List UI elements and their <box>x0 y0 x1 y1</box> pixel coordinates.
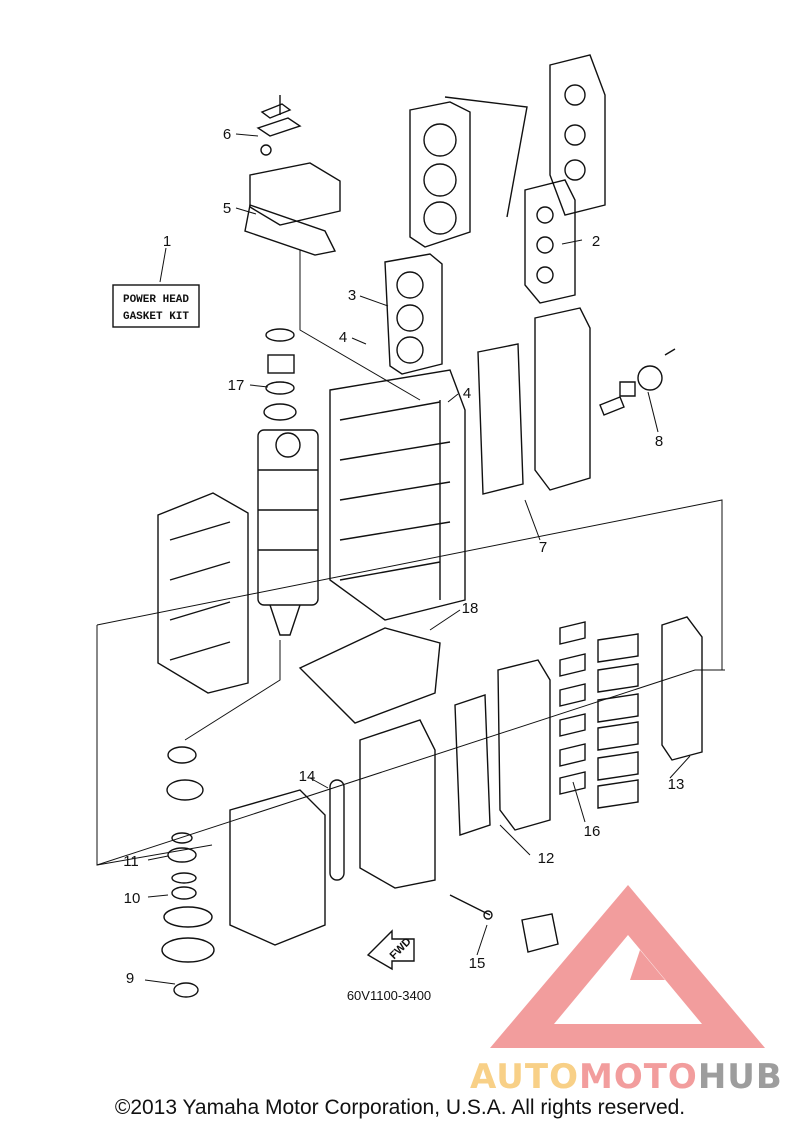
callout-4a: 4 <box>339 329 347 346</box>
callout-10: 10 <box>124 890 141 907</box>
callout-15: 15 <box>469 955 486 972</box>
callout-12: 12 <box>538 850 555 867</box>
callout-17: 17 <box>228 377 245 394</box>
fwd-arrow-icon <box>366 929 415 971</box>
reed-gasket <box>661 616 703 761</box>
thermostat-assembly <box>599 348 676 416</box>
leader-lines <box>144 133 691 985</box>
kit-label-line1: POWER HEAD <box>123 294 189 306</box>
callout-9: 9 <box>126 970 134 987</box>
crankcase-block <box>329 369 466 621</box>
callout-3: 3 <box>348 287 356 304</box>
callout-16: 16 <box>584 823 601 840</box>
logo-part-hub: HUB <box>698 1057 783 1090</box>
callout-4b: 4 <box>463 385 471 402</box>
head-cover-assembly <box>244 95 341 256</box>
exploded-parts-diagram: POWER HEAD GASKET KIT 1 2 3 4 4 5 6 7 8 … <box>96 54 783 1090</box>
callout-5: 5 <box>223 200 231 217</box>
logo-part-auto: AUTO <box>470 1057 579 1090</box>
fuel-pump <box>449 894 559 953</box>
callout-13: 13 <box>668 776 685 793</box>
copyright-notice: ©2013 Yamaha Motor Corporation, U.S.A. A… <box>114 1096 686 1119</box>
reed-valve-plate <box>454 659 551 836</box>
callout-1: 1 <box>163 233 171 250</box>
crankshaft <box>257 429 319 636</box>
callout-18: 18 <box>462 600 479 617</box>
kit-label-line2: GASKET KIT <box>123 311 189 323</box>
intake-manifold-gaskets <box>477 307 591 495</box>
callout-7: 7 <box>539 539 547 556</box>
logo-triangle-icon <box>490 885 765 1048</box>
exhaust-cover-gaskets <box>524 54 606 304</box>
svg-text:AUTOMOTOHUB: AUTOMOTOHUB <box>470 1057 783 1090</box>
reed-valves <box>559 621 639 809</box>
lower-bearings-seals <box>161 746 215 998</box>
callout-8: 8 <box>655 433 663 450</box>
manifold-gasket <box>298 627 441 724</box>
intake-housing <box>359 719 436 889</box>
callout-6: 6 <box>223 126 231 143</box>
cylinder-head-gaskets <box>384 101 471 375</box>
gasket-kit-label-box <box>112 284 200 328</box>
automotohub-logo: AUTOMOTOHUB <box>470 885 783 1090</box>
silencer-cover <box>229 789 326 946</box>
drive-belt <box>329 779 345 881</box>
upper-bearings <box>263 328 297 421</box>
diagram-part-number: 60V1100-3400 <box>347 988 431 1003</box>
connector-lines <box>96 250 725 866</box>
callout-2: 2 <box>592 233 600 250</box>
callout-11: 11 <box>123 853 139 870</box>
callout-14: 14 <box>299 768 316 785</box>
logo-part-moto: MOTO <box>579 1057 698 1090</box>
crankcase-cover <box>157 492 249 694</box>
